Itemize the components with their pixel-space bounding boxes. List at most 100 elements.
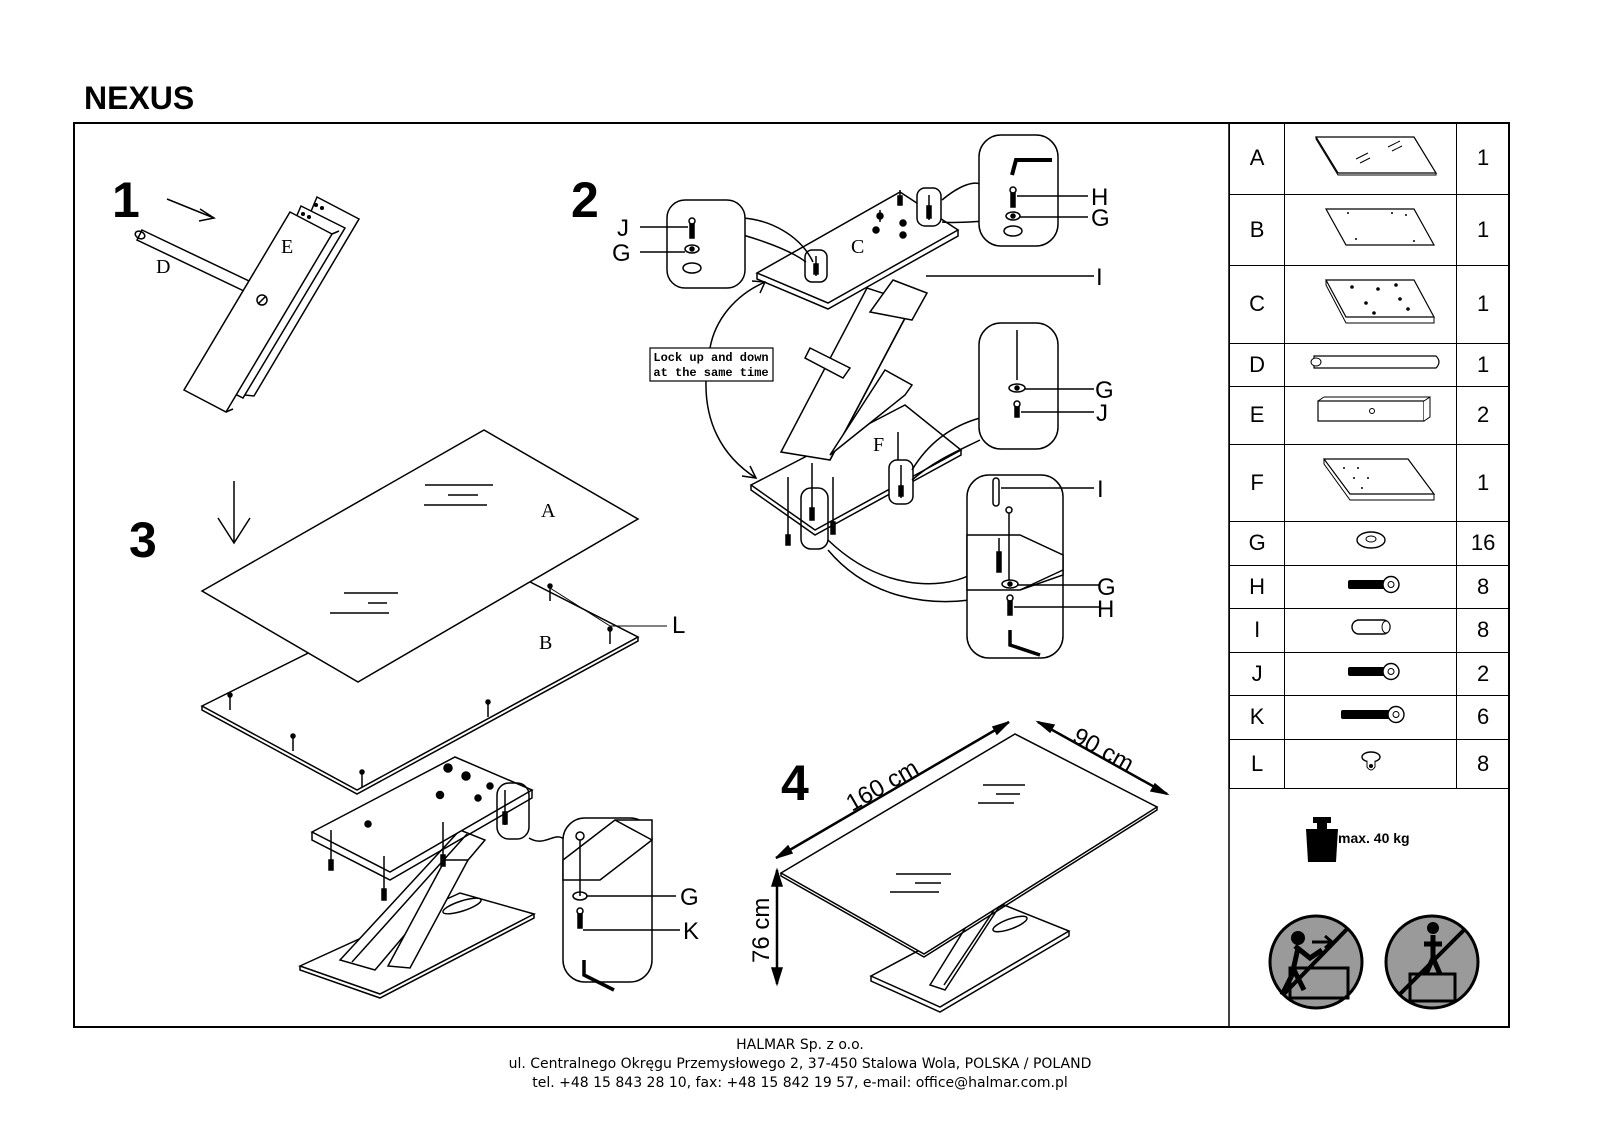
glass-top-a	[200, 429, 640, 683]
label-i-br: I	[1097, 476, 1104, 503]
label-j-tl: J	[617, 215, 629, 242]
label-g-tr: G	[1091, 205, 1110, 232]
part-letter: E	[1228, 386, 1286, 445]
bolt-icon	[1284, 651, 1458, 697]
part-quantity: 2	[1456, 651, 1510, 697]
label-f: F	[873, 434, 884, 456]
part-quantity: 6	[1456, 695, 1510, 740]
long-bolt-icon	[1284, 695, 1458, 740]
weight-icon	[1306, 817, 1338, 862]
rod-d	[134, 229, 251, 292]
part-quantity: 1	[1456, 342, 1510, 388]
label-h-tr: H	[1091, 184, 1108, 211]
label-b: B	[539, 632, 552, 654]
part-letter: D	[1228, 342, 1286, 388]
dimension-width	[1037, 720, 1168, 796]
footer: HALMAR Sp. z o.o. ul. Centralnego Okręgu…	[0, 1036, 1600, 1093]
label-g-mr: G	[1095, 377, 1114, 404]
step-2-drawing: 2 F C J G	[571, 134, 1116, 659]
note-line-2: at the same time	[653, 366, 768, 380]
label-h-br: H	[1097, 596, 1114, 623]
base-plate-icon	[1284, 443, 1458, 522]
note-line-1: Lock up and down	[653, 351, 768, 365]
bolt-icon	[1284, 564, 1458, 610]
part-letter: C	[1228, 265, 1286, 344]
curved-arrow-down-icon	[705, 380, 757, 479]
panel-icon	[1284, 193, 1458, 267]
part-letter: L	[1228, 738, 1286, 790]
label-i-top: I	[1096, 264, 1103, 291]
step-number-4: 4	[781, 755, 809, 811]
base-assembly-step3	[297, 756, 537, 999]
no-climbing-ladder-icon	[1268, 914, 1364, 1010]
step-number-2: 2	[571, 172, 599, 228]
label-c: C	[851, 236, 864, 258]
table-top	[779, 733, 1159, 955]
part-quantity: 1	[1456, 265, 1510, 344]
part-letter: G	[1228, 520, 1286, 566]
callout-bolt-detail	[528, 817, 680, 992]
suction-pad-icon	[1284, 738, 1458, 790]
part-quantity: 16	[1456, 520, 1510, 566]
part-quantity: 8	[1456, 738, 1510, 790]
part-letter: F	[1228, 443, 1286, 522]
document-title: NEXUS	[84, 80, 195, 116]
rod-icon	[1284, 342, 1458, 388]
part-letter: A	[1228, 122, 1286, 195]
label-a: A	[541, 500, 556, 522]
part-letter: I	[1228, 608, 1286, 653]
dimension-length	[775, 720, 1010, 860]
part-letter: H	[1228, 564, 1286, 610]
beams-e	[182, 195, 361, 413]
step-1-drawing: 1 D E	[112, 172, 361, 545]
part-quantity: 1	[1456, 193, 1510, 267]
curved-arrow-up-icon	[709, 281, 766, 349]
step-3-drawing: 3 B L A	[129, 429, 699, 999]
part-quantity: 8	[1456, 564, 1510, 610]
footer-contact: tel. +48 15 843 28 10, fax: +48 15 842 1…	[532, 1075, 1068, 1091]
part-letter: J	[1228, 651, 1286, 697]
no-standing-icon	[1384, 914, 1480, 1010]
part-letter: K	[1228, 695, 1286, 740]
label-g-br: G	[1097, 574, 1116, 601]
part-quantity: 1	[1456, 443, 1510, 522]
glass-top-icon	[1284, 122, 1458, 195]
label-g-tl: G	[612, 240, 631, 267]
label-e: E	[281, 236, 293, 258]
label-d: D	[156, 256, 170, 278]
arrow-icon	[166, 198, 215, 219]
dimension-height-label: 76 cm	[748, 898, 775, 963]
max-load-label: max. 40 kg	[1338, 830, 1410, 846]
part-letter: B	[1228, 193, 1286, 267]
footer-address: ul. Centralnego Okręgu Przemysłowego 2, …	[508, 1056, 1092, 1072]
dowel-icon	[1284, 608, 1458, 653]
note-box	[649, 347, 774, 382]
label-k-step3: K	[683, 918, 699, 945]
part-quantity: 8	[1456, 608, 1510, 653]
step-number-3: 3	[129, 512, 157, 568]
leg-beam-icon	[1284, 386, 1458, 445]
washer-icon	[1284, 520, 1458, 566]
label-l: L	[672, 612, 685, 639]
parts-row: G 16	[1228, 520, 1510, 566]
part-quantity: 1	[1456, 122, 1510, 195]
label-g-step3: G	[680, 884, 699, 911]
footer-company: HALMAR Sp. z o.o.	[736, 1037, 864, 1053]
step-4-drawing: 4 160 cm 90 cm 76 cm	[748, 720, 1170, 1013]
drilled-board-icon	[1284, 265, 1458, 344]
step-number-1: 1	[112, 172, 140, 228]
rod-step2	[804, 346, 852, 379]
